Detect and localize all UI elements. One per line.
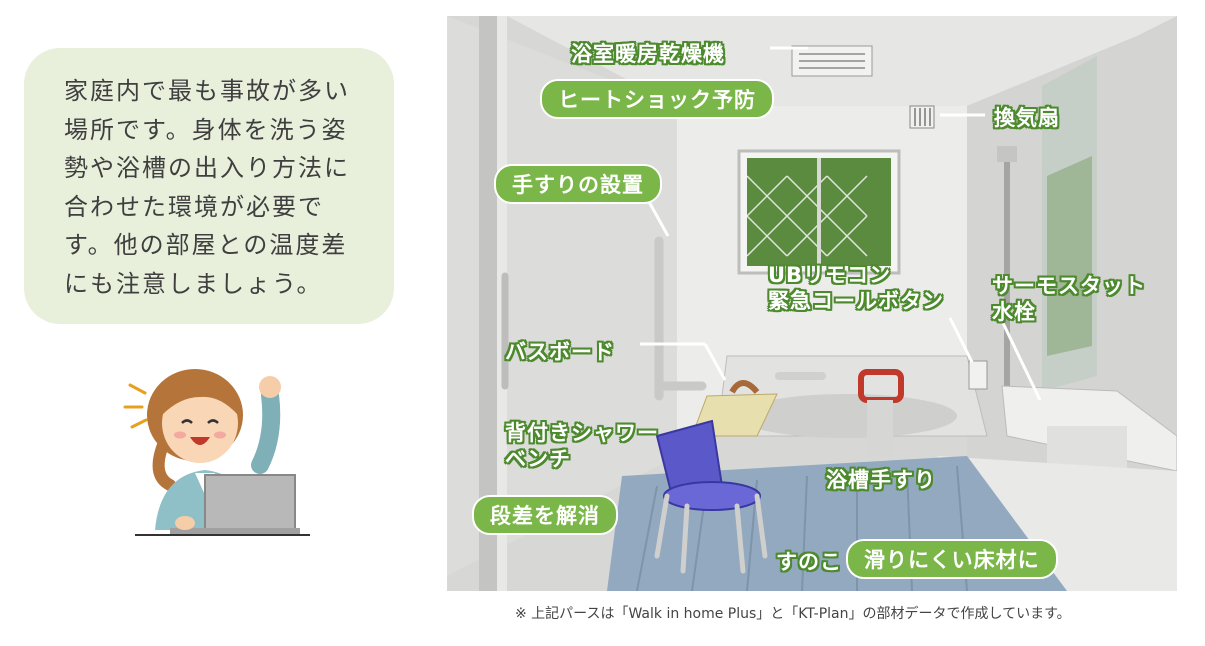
- label-ventilation-fan: 換気扇: [994, 106, 1060, 130]
- label-ub-remote-line1: UBリモコン: [768, 263, 892, 287]
- bathroom-illustration: [447, 16, 1177, 591]
- intro-line: 勢や浴槽の出入り方法に: [64, 154, 350, 182]
- label-nonslip-floor: 滑りにくい床材に: [846, 539, 1058, 579]
- intro-line: にも注意しましょう。: [64, 269, 323, 298]
- intro-line: 合わせた環境が必要で: [64, 192, 324, 221]
- excitement-marks-icon: [123, 383, 148, 429]
- label-shower-bench: 背付きシャワー ベンチ: [505, 420, 659, 472]
- footnote: ※ 上記パースは「Walk in home Plus」と「KT-Plan」の部材…: [515, 606, 1071, 622]
- label-handrail-installation: 手すりの設置: [494, 164, 662, 204]
- label-ub-remote-line2: 緊急コールボタン: [768, 289, 944, 313]
- intro-line: す。他の部屋との温度差: [64, 231, 348, 259]
- label-bath-board: バスボード: [505, 340, 615, 364]
- label-shower-bench-line1: 背付きシャワー: [505, 421, 659, 445]
- intro-text: 家庭内で最も事故が多い 場所です。身体を洗う姿 勢や浴槽の出入り方法に 合わせた…: [64, 72, 364, 303]
- label-heat-shock-prevention: ヒートショック予防: [540, 79, 774, 119]
- intro-line: 場所です。身体を洗う姿: [64, 115, 348, 144]
- label-tub-handrail: 浴槽手すり: [826, 468, 936, 492]
- woman-with-laptop-illustration: [123, 369, 310, 536]
- label-ub-remote: UBリモコン 緊急コールボタン: [768, 262, 944, 314]
- label-shower-bench-line2: ベンチ: [505, 447, 571, 471]
- label-thermostat-line2: 水栓: [992, 300, 1036, 324]
- label-sunoko: すのこ: [776, 550, 842, 574]
- intro-line: 家庭内で最も事故が多い: [64, 77, 350, 105]
- label-remove-step: 段差を解消: [472, 495, 618, 535]
- shower-chair: [654, 419, 768, 574]
- label-thermostat-faucet: サーモスタット 水栓: [992, 273, 1146, 325]
- speech-bubble: [24, 48, 394, 324]
- label-thermostat-line1: サーモスタット: [992, 274, 1146, 298]
- label-bathroom-heater: 浴室暖房乾燥機: [571, 42, 725, 66]
